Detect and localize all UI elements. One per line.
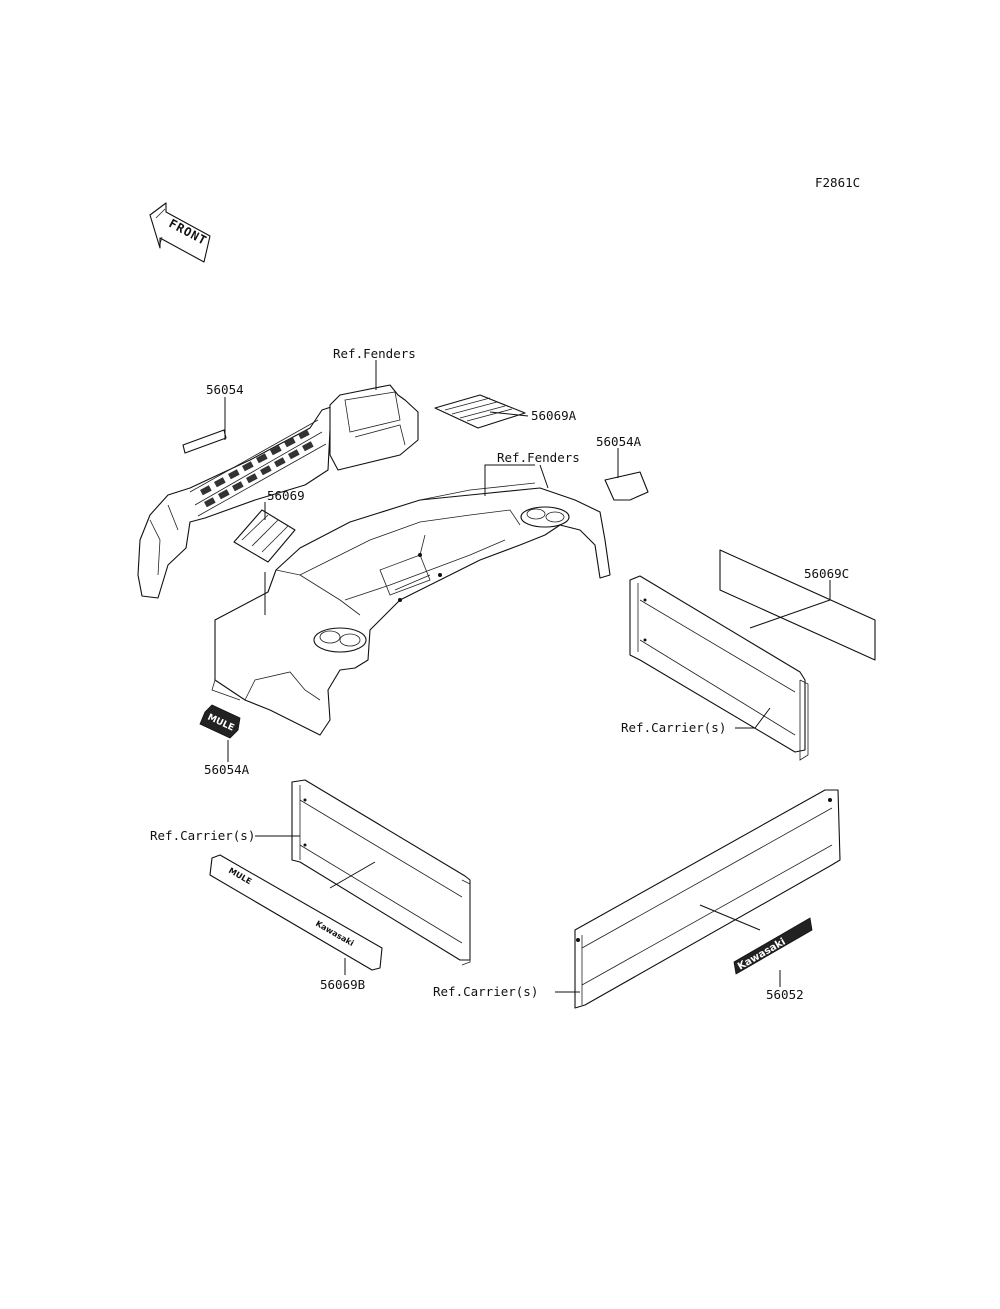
label-ref-fenders-mid: Ref.Fenders [497,450,580,465]
figure-code: F2861C [815,175,860,190]
label-ref-carrier-bottom: Ref.Carrier(s) [433,984,538,999]
decal-56069C [719,549,876,661]
label-ref-fenders-top: Ref.Fenders [333,346,416,361]
front-arrow-icon: FRONT [149,202,211,263]
carrier-panel-bottom [574,789,841,1009]
decal-56054A-mule-badge: MULE [199,704,241,739]
leader-lines [224,360,831,993]
label-ref-carrier-left: Ref.Carrier(s) [150,828,255,843]
callout-labels: Ref.Fenders 56054 56069A 56054A Ref.Fend… [150,346,849,1002]
decal-56069A [434,394,526,429]
rear-body-fenders [211,482,611,736]
front-grille-panel [137,384,419,599]
label-56052: 56052 [766,987,804,1002]
label-56069: 56069 [267,488,305,503]
label-56069B: 56069B [320,977,365,992]
decal-56069 [233,509,296,563]
label-56054A-bottom: 56054A [204,762,250,777]
decal-56054A-top [604,471,649,501]
carrier-panel-right [629,575,809,761]
decal-56052-kawasaki: Kawasaki [733,917,813,975]
decal-56054 [182,429,227,454]
carrier-panel-left [291,779,471,966]
label-56069A: 56069A [531,408,577,423]
label-ref-carrier-right: Ref.Carrier(s) [621,720,726,735]
label-56069C: 56069C [804,566,849,581]
label-56054: 56054 [206,382,244,397]
label-56054A-top: 56054A [596,434,642,449]
decal-56052-text: Kawasaki [736,936,788,972]
